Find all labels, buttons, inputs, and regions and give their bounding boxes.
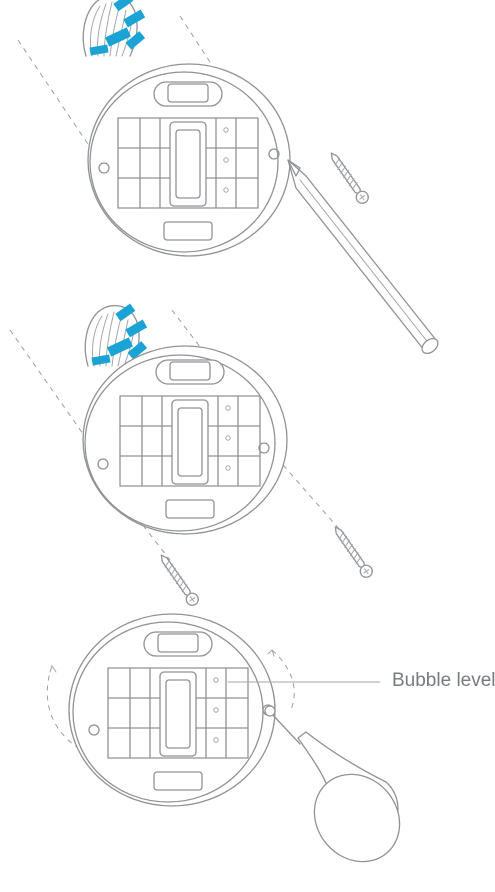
base-plate [88,64,290,256]
bubble-level-label: Bubble level [392,670,495,692]
wire-bundle [83,0,145,56]
screw-left [156,552,200,608]
screw [326,150,370,206]
pencil [288,160,441,356]
screwdriver [265,706,417,879]
base-plate [83,346,287,534]
screw-right [330,524,374,580]
step-3-level-and-tighten [47,614,417,879]
step-1-mark-holes [18,0,441,356]
guide-line-top [180,16,210,62]
base-plate [69,614,275,806]
step-2-insert-screws [10,304,375,608]
